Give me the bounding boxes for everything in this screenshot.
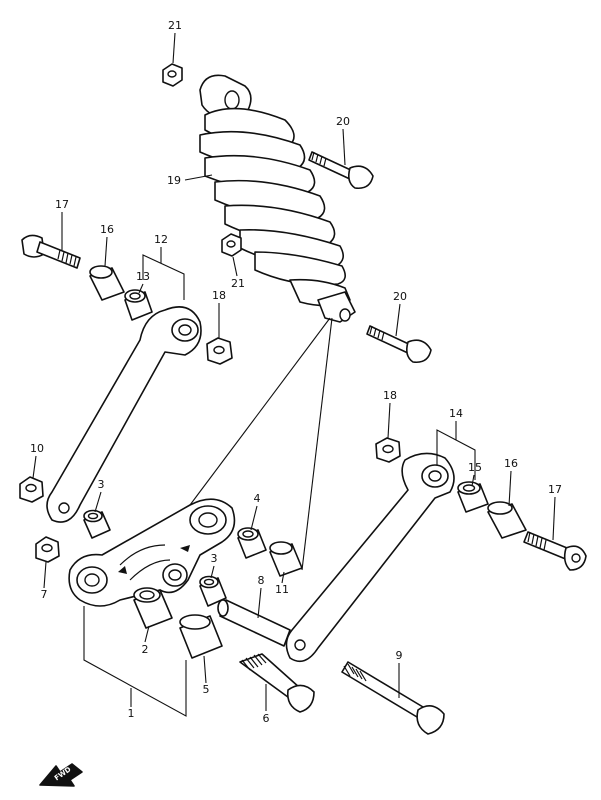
bolt-6 (239, 653, 315, 713)
collar-16-left (89, 265, 125, 301)
cushion-lever (68, 498, 236, 607)
callout-11: 11 (275, 583, 289, 596)
callout-1: 1 (128, 707, 135, 720)
bolt-17-left (21, 234, 81, 269)
callout-17-left: 17 (55, 198, 69, 211)
bolt-20-lower (366, 325, 432, 364)
callout-17-right: 17 (548, 483, 562, 496)
collar-16-right (487, 501, 527, 539)
bearing-4 (237, 527, 267, 559)
callout-5: 5 (203, 683, 210, 696)
nut-21-mid (221, 233, 242, 257)
callout-16-right: 16 (504, 457, 518, 470)
bearing-2 (133, 587, 173, 629)
callout-18-right: 18 (383, 389, 397, 402)
callout-3-left: 3 (98, 478, 105, 491)
callout-10: 10 (30, 442, 44, 455)
callout-20-upper: 20 (336, 115, 350, 128)
callout-3-right: 3 (211, 552, 218, 565)
bolt-20-upper (308, 151, 374, 190)
callout-20-lower: 20 (393, 290, 407, 303)
callout-6: 6 (263, 712, 270, 725)
callout-19: 19 (167, 174, 181, 187)
callout-16-left: 16 (100, 223, 114, 236)
leader-lines (32, 32, 556, 717)
nut-10 (19, 476, 44, 503)
nut-18-left (206, 337, 233, 365)
callout-14: 14 (449, 407, 463, 420)
rear-shock-absorber (199, 74, 356, 323)
nut-7 (35, 536, 60, 563)
callout-2: 2 (142, 643, 149, 656)
callout-7: 7 (41, 588, 48, 601)
callout-9: 9 (396, 649, 403, 662)
callout-numbers: 21 20 19 21 17 16 12 13 18 20 18 14 15 1… (30, 19, 562, 725)
collar-11 (269, 541, 303, 577)
bolt-9 (341, 661, 445, 735)
spacer-8 (217, 599, 291, 647)
callout-18-left: 18 (212, 289, 226, 302)
bearing-15 (457, 481, 489, 513)
nut-18-right (375, 437, 401, 463)
callout-12: 12 (154, 233, 168, 246)
collar-5 (179, 614, 223, 659)
bearing-3-left (83, 509, 111, 539)
nut-21-top (162, 63, 183, 87)
callout-4: 4 (254, 492, 261, 505)
callout-21-top: 21 (168, 19, 182, 32)
bearing-13 (124, 289, 153, 321)
cushion-rod-left (46, 306, 202, 523)
forward-arrow-icon: FWD (39, 763, 83, 787)
bolt-17-right (523, 531, 587, 571)
callout-13: 13 (136, 270, 150, 283)
callout-15: 15 (468, 461, 482, 474)
callout-21-mid: 21 (231, 277, 245, 290)
cushion-rod-right (285, 452, 455, 663)
callout-8: 8 (258, 574, 265, 587)
bearing-3-right (199, 575, 227, 607)
